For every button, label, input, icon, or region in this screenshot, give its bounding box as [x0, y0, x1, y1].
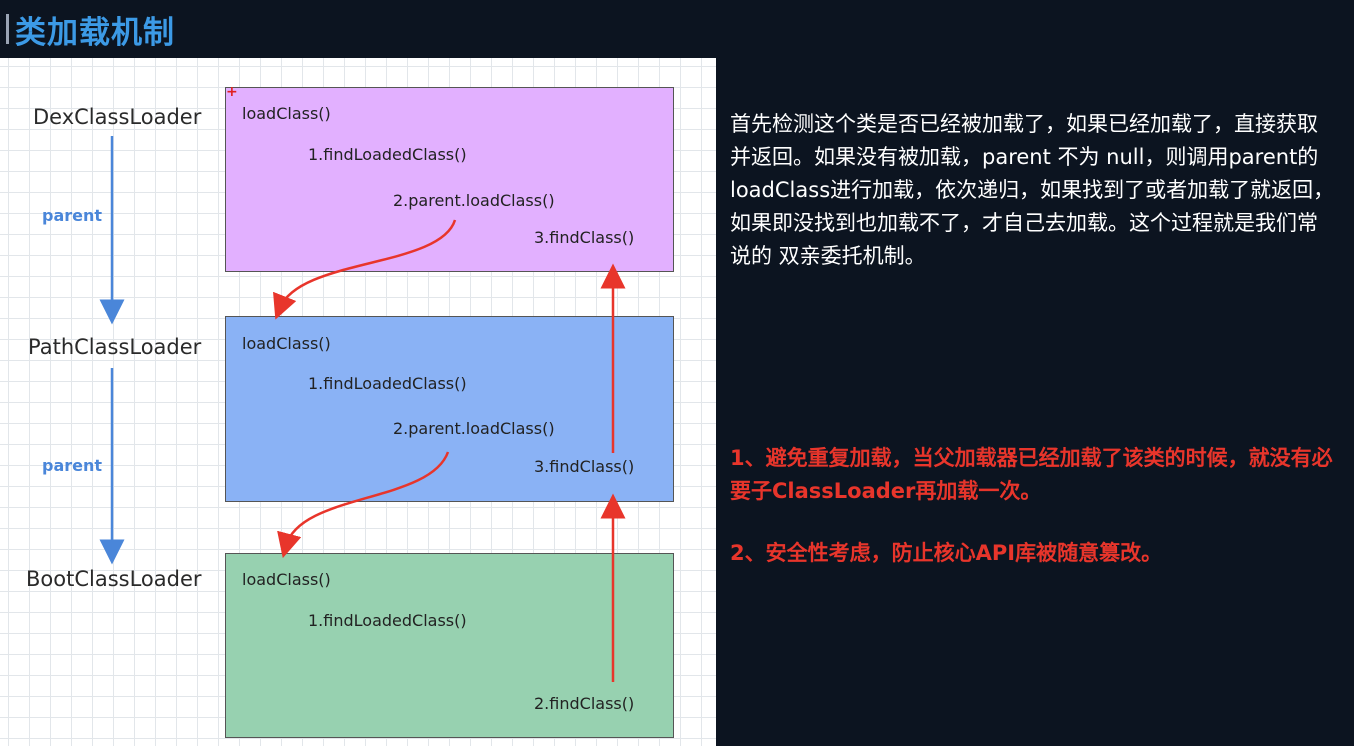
- boot-loader-box: loadClass() 1.findLoadedClass() 2.findCl…: [225, 553, 674, 738]
- cursor-crosshair-icon: +: [226, 84, 238, 100]
- diagram-canvas: DexClassLoader PathClassLoader BootClass…: [0, 58, 716, 746]
- dex-step-parent-load-class: 2.parent.loadClass(): [393, 191, 555, 210]
- boot-step-find-loaded-class: 1.findLoadedClass(): [308, 611, 467, 630]
- path-step-load-class: loadClass(): [242, 334, 331, 353]
- title-accent-bar: [6, 14, 9, 44]
- dex-loader-box: loadClass() 1.findLoadedClass() 2.parent…: [225, 87, 674, 272]
- slide-header: 类加载机制: [0, 0, 1354, 58]
- path-step-parent-load-class: 2.parent.loadClass(): [393, 419, 555, 438]
- path-step-find-class: 3.findClass(): [534, 457, 635, 476]
- reason-2: 2、安全性考虑，防止核心API库被随意篡改。: [730, 541, 1163, 565]
- boot-step-find-class: 2.findClass(): [534, 694, 635, 713]
- page-title: 类加载机制: [15, 14, 175, 51]
- parent-label-2: parent: [42, 456, 103, 475]
- dex-step-load-class: loadClass(): [242, 104, 331, 123]
- label-path-class-loader: PathClassLoader: [28, 335, 202, 359]
- path-step-find-loaded-class: 1.findLoadedClass(): [308, 374, 467, 393]
- description-text: 首先检测这个类是否已经被加载了，如果已经加载了，直接获取并返回。如果没有被加载，…: [730, 112, 1335, 268]
- reason-1: 1、避免重复加载，当父加载器已经加载了该类的时候，就没有必要子ClassLoad…: [730, 446, 1333, 503]
- label-boot-class-loader: BootClassLoader: [26, 567, 202, 591]
- parent-label-1: parent: [42, 206, 103, 225]
- dex-step-find-loaded-class: 1.findLoadedClass(): [308, 145, 467, 164]
- boot-step-load-class: loadClass(): [242, 570, 331, 589]
- label-dex-class-loader: DexClassLoader: [33, 105, 202, 129]
- dex-step-find-class: 3.findClass(): [534, 228, 635, 247]
- path-loader-box: loadClass() 1.findLoadedClass() 2.parent…: [225, 316, 674, 502]
